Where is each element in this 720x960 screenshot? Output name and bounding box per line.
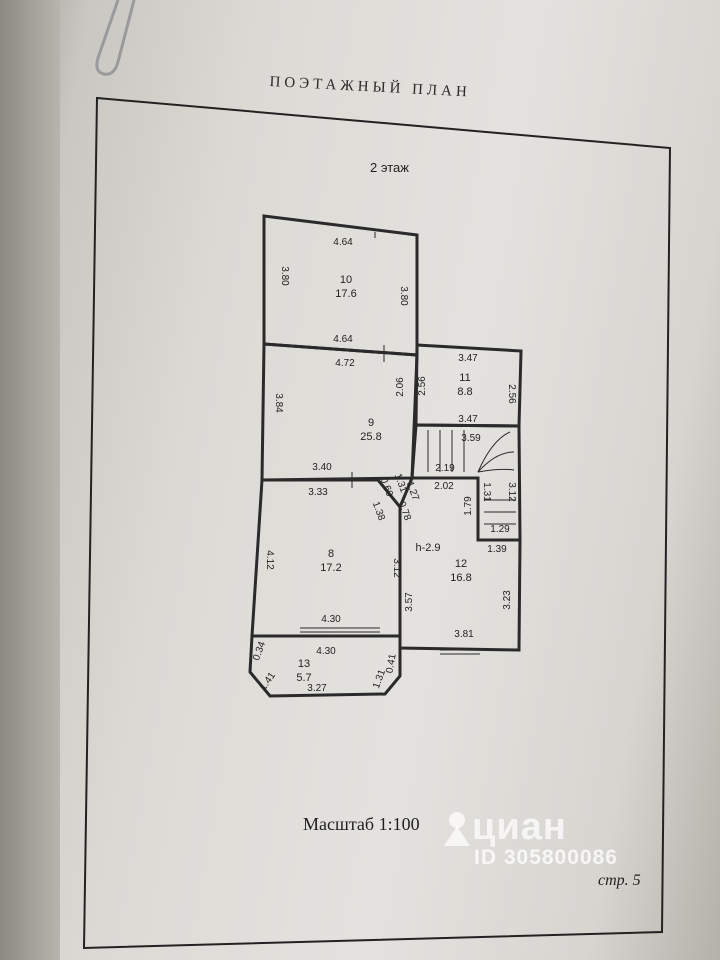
dim-stair-e: 1.79 (463, 496, 474, 516)
dim-r13-right-a: 0.41 (384, 653, 398, 675)
staircase (427, 430, 516, 525)
dim-stair-d: 3.12 (506, 482, 517, 502)
room-13-area: 5.7 (296, 672, 311, 684)
dim-stair-top: 3.59 (461, 433, 481, 444)
room-12-height: h-2.9 (415, 542, 440, 554)
dim-r13-right-b: 1.31 (371, 668, 388, 690)
room-12-walls (398, 476, 522, 652)
dim-r13-left-b: 1.41 (258, 670, 278, 693)
paper-edge (0, 0, 60, 960)
room-8-area: 17.2 (320, 562, 341, 574)
dim-r10-right: 3.80 (398, 286, 409, 306)
cian-logo-icon (444, 812, 470, 846)
walls (248, 214, 523, 698)
dim-r9-left: 3.84 (273, 393, 284, 413)
room-10-number: 10 (340, 274, 352, 286)
dim-hall-e: 1.38 (370, 500, 387, 522)
dim-stair-g: 1.39 (487, 544, 507, 555)
dim-r8-right: 3.12 (391, 558, 402, 578)
dim-r10-top: 4.64 (333, 237, 353, 248)
room-12-area: 16.8 (450, 572, 471, 584)
dim-r12-bottom: 3.81 (454, 629, 474, 640)
scale-label: Масштаб 1:100 (303, 814, 420, 834)
dimension-labels: 4.64 4.64 3.80 3.80 4.72 3.84 2.06 3.40 … (251, 237, 517, 694)
room-13-number: 13 (298, 658, 310, 670)
dim-stair-c: 1.31 (481, 482, 492, 502)
paperclip-icon (95, 0, 136, 76)
page-border (82, 96, 672, 950)
room-8-number: 8 (328, 548, 334, 560)
room-9-number: 9 (368, 417, 374, 429)
dim-r8-bottom: 4.30 (321, 614, 341, 625)
dim-r11-left: 2.56 (417, 376, 428, 396)
dim-r9-right: 2.06 (395, 377, 406, 397)
room-11-number: 11 (459, 372, 470, 384)
room-11-area: 8.8 (457, 386, 472, 398)
room-9-area: 25.8 (360, 431, 381, 443)
dim-r9-bottom: 3.40 (312, 462, 332, 473)
dim-r11-top: 3.47 (458, 353, 478, 364)
page-number: стр. 5 (598, 872, 641, 889)
dim-r10-bottom: 4.64 (333, 334, 353, 345)
watermark-id: ID 305800086 (474, 846, 618, 869)
dim-r13-left-a: 0.34 (251, 640, 268, 662)
dim-r8-top: 3.33 (308, 487, 328, 498)
dim-r8-left: 4.12 (264, 550, 275, 570)
dim-stair-a: 2.19 (435, 463, 455, 474)
dim-r10-left: 3.80 (279, 266, 290, 286)
floor-label: 2 этаж (370, 160, 409, 175)
dim-r12-right: 3.23 (502, 590, 513, 610)
dim-stair-f: 1.29 (490, 524, 510, 535)
dim-r9-top: 4.72 (335, 358, 355, 369)
dim-stair-b: 2.02 (434, 481, 454, 492)
dim-r11-right: 2.56 (506, 384, 517, 404)
room-10-area: 17.6 (335, 288, 356, 300)
dim-r11-bottom: 3.47 (458, 414, 478, 425)
window-marks (300, 232, 480, 655)
room-13-walls (248, 634, 402, 698)
dim-hall-d: 0.78 (396, 500, 413, 522)
watermark-brand: циан (472, 806, 567, 848)
dim-r13-top: 4.30 (316, 646, 336, 657)
dim-r13-bottom: 3.27 (307, 683, 327, 694)
room-12-number: 12 (455, 558, 467, 570)
dim-r12-left: 3.57 (404, 592, 415, 612)
